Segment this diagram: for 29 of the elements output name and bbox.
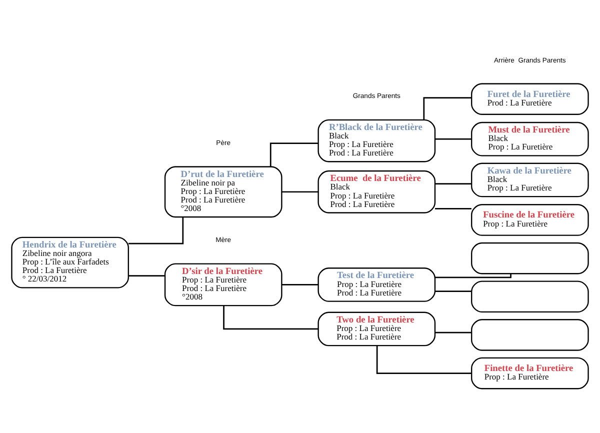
node-box: Hendrix de la Furetière Zibeline noir angora Prop : L’île aux Farfadets Prod : La Furetière ° 22/03/2012 [11,236,129,288]
connector [282,284,318,285]
connector [376,345,472,374]
node-box [471,280,589,312]
node-box: Two de la Furetière Prop : La Furetière Prod : La Furetière [318,311,436,346]
node-box [471,242,589,274]
connector [435,273,512,278]
node-box: Kawa de la Furetière Black Prop : La Furetière [471,162,589,197]
node-box: D’sir de la Furetière Prop : La Furetière Prod : La Furetière °2008 [164,262,282,306]
node-box: Finette de la Furetière Prop : La Furetière [471,356,589,389]
connector [435,138,472,140]
connector [435,182,472,184]
node-box: D’rut de la Furetière Zibeline noir pa Prop : La Furetière Prod : La Furetière °2008 [164,166,282,218]
node-box: Fuscine de la Furetière Prop : La Furetière [471,204,589,236]
connector [270,142,318,166]
connector [423,96,472,120]
node-box: R’Black de la Furetière Black Prop : La Furetière Prod : La Furetière [318,118,436,162]
connector [128,274,165,276]
node-box: Ecume de la Furetière Black Prop : La Furetière Prod : La Furetière [318,170,436,213]
node-box [471,318,589,350]
connector [435,290,472,292]
connector [435,331,472,333]
node-box: Test de la Furetière Prop : La Furetière Prod : La Furetière [318,267,436,302]
connector [435,208,472,209]
node-box: Furet de la Furetière Prod : La Furetière [471,82,589,114]
connector [128,216,184,244]
connector [282,190,318,192]
node-box: Must de la Furetière Black Prop : La Furetière [471,121,589,156]
connector [223,305,318,330]
